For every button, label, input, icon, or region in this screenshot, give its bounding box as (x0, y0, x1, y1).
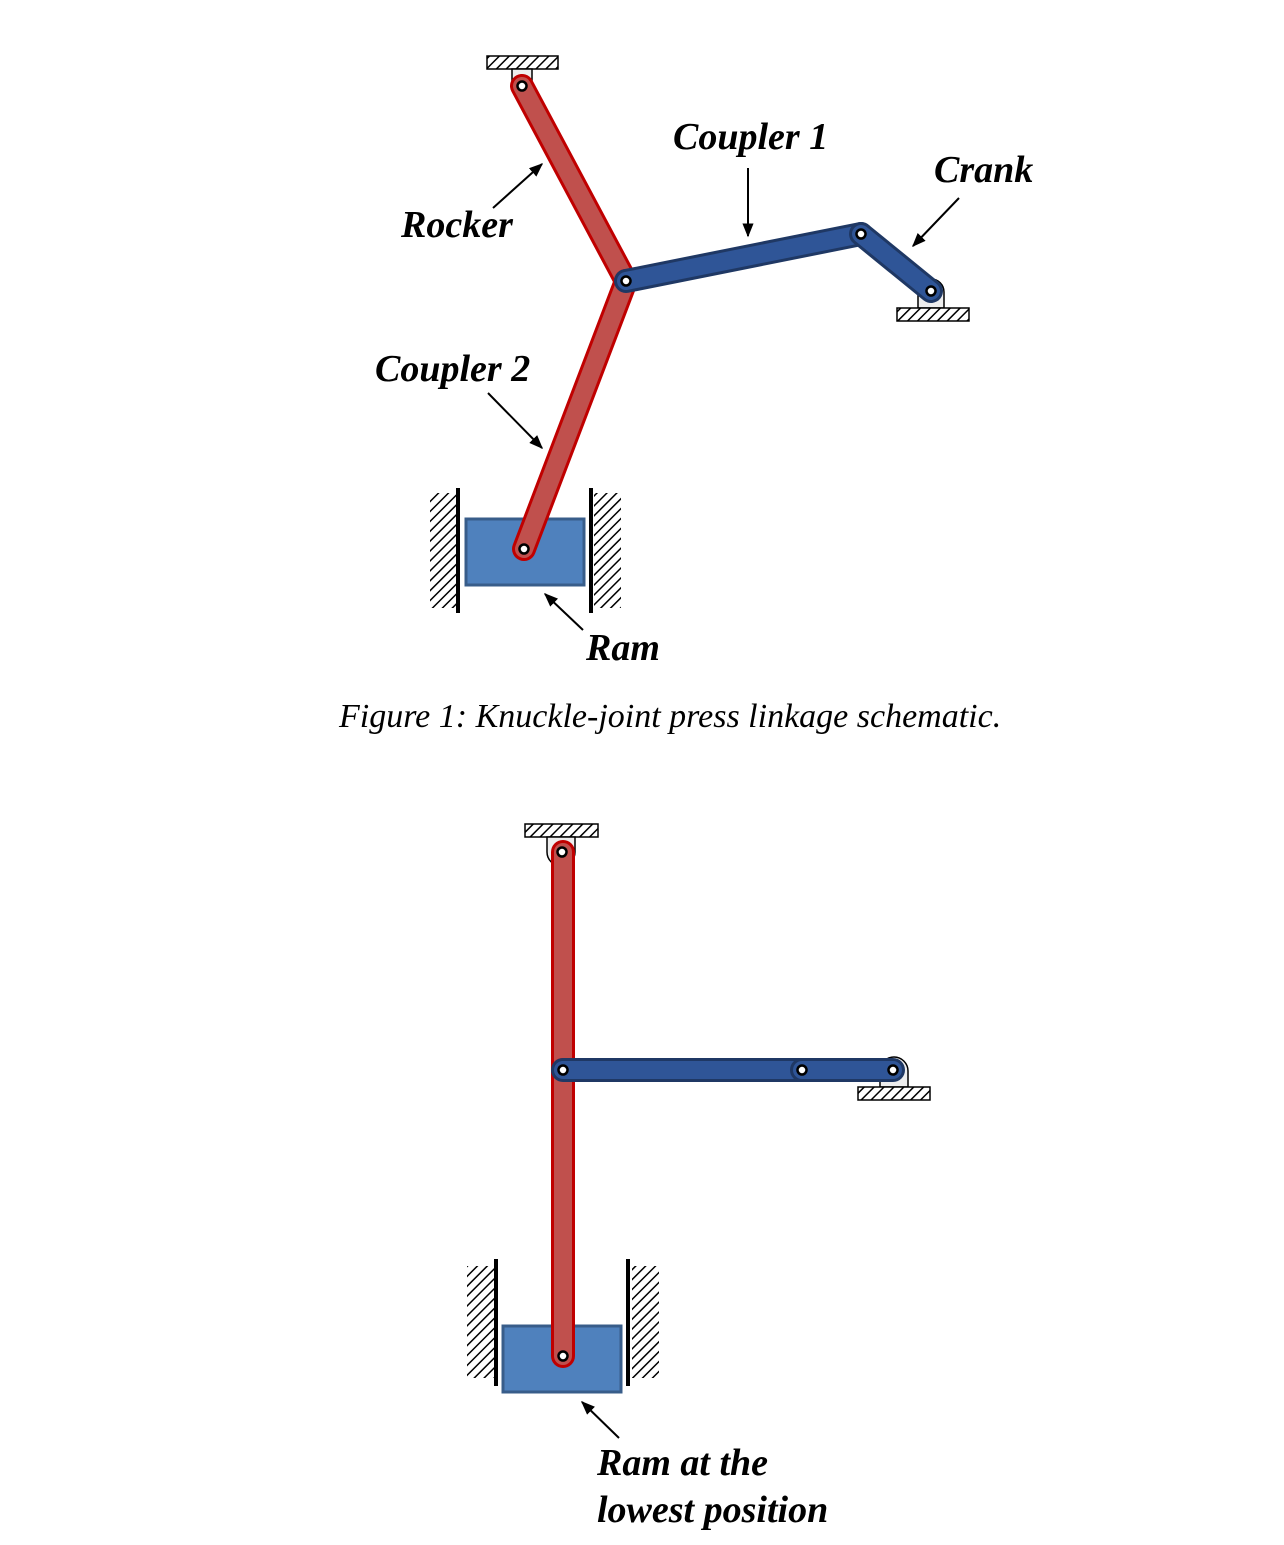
pin-rocker-ground (516, 80, 528, 92)
pin-rocker-ground-2 (556, 846, 568, 858)
figure-1: Rocker Coupler 1 Crank Coupler 2 Ram Fig… (338, 55, 1033, 735)
pin-ram-2 (557, 1350, 569, 1362)
pin-ram (518, 543, 530, 555)
label-ram-lowest-line1: Ram at the (596, 1442, 768, 1484)
pin-knuckle (620, 275, 632, 287)
pin-knuckle-2 (557, 1064, 569, 1076)
arrow-coupler-2 (487, 392, 543, 449)
crank-link (849, 222, 943, 303)
arrow-ram (543, 593, 584, 631)
label-ram-lowest-line2: lowest position (597, 1489, 828, 1531)
label-crank: Crank (934, 149, 1033, 191)
label-coupler-2: Coupler 2 (375, 348, 530, 390)
pin-crank-ground-2 (887, 1064, 899, 1076)
pin-coupler1-crank-2 (796, 1064, 808, 1076)
arrow-ram-lowest (580, 1401, 620, 1439)
coupler-1-link (614, 222, 873, 293)
ram-guide-left-2 (467, 1259, 498, 1386)
arrow-rocker (492, 163, 544, 209)
figure-1-caption: Figure 1: Knuckle-joint press linkage sc… (338, 698, 1001, 735)
label-coupler-1: Coupler 1 (673, 116, 828, 158)
rocker-link (510, 74, 638, 293)
joint-pins (516, 80, 937, 555)
ram-guide-right-2 (626, 1259, 659, 1386)
pin-crank-ground (925, 285, 937, 297)
joint-pins-2 (556, 846, 899, 1362)
pin-coupler1-crank (855, 228, 867, 240)
label-rocker: Rocker (400, 204, 514, 246)
figure-2: Ram at the lowest position (467, 823, 931, 1531)
ram-guide-right (589, 488, 621, 613)
label-ram: Ram (585, 627, 660, 669)
arrow-crank (912, 197, 960, 248)
coupler-2-link (512, 269, 638, 561)
ram-guide-left (430, 488, 460, 613)
